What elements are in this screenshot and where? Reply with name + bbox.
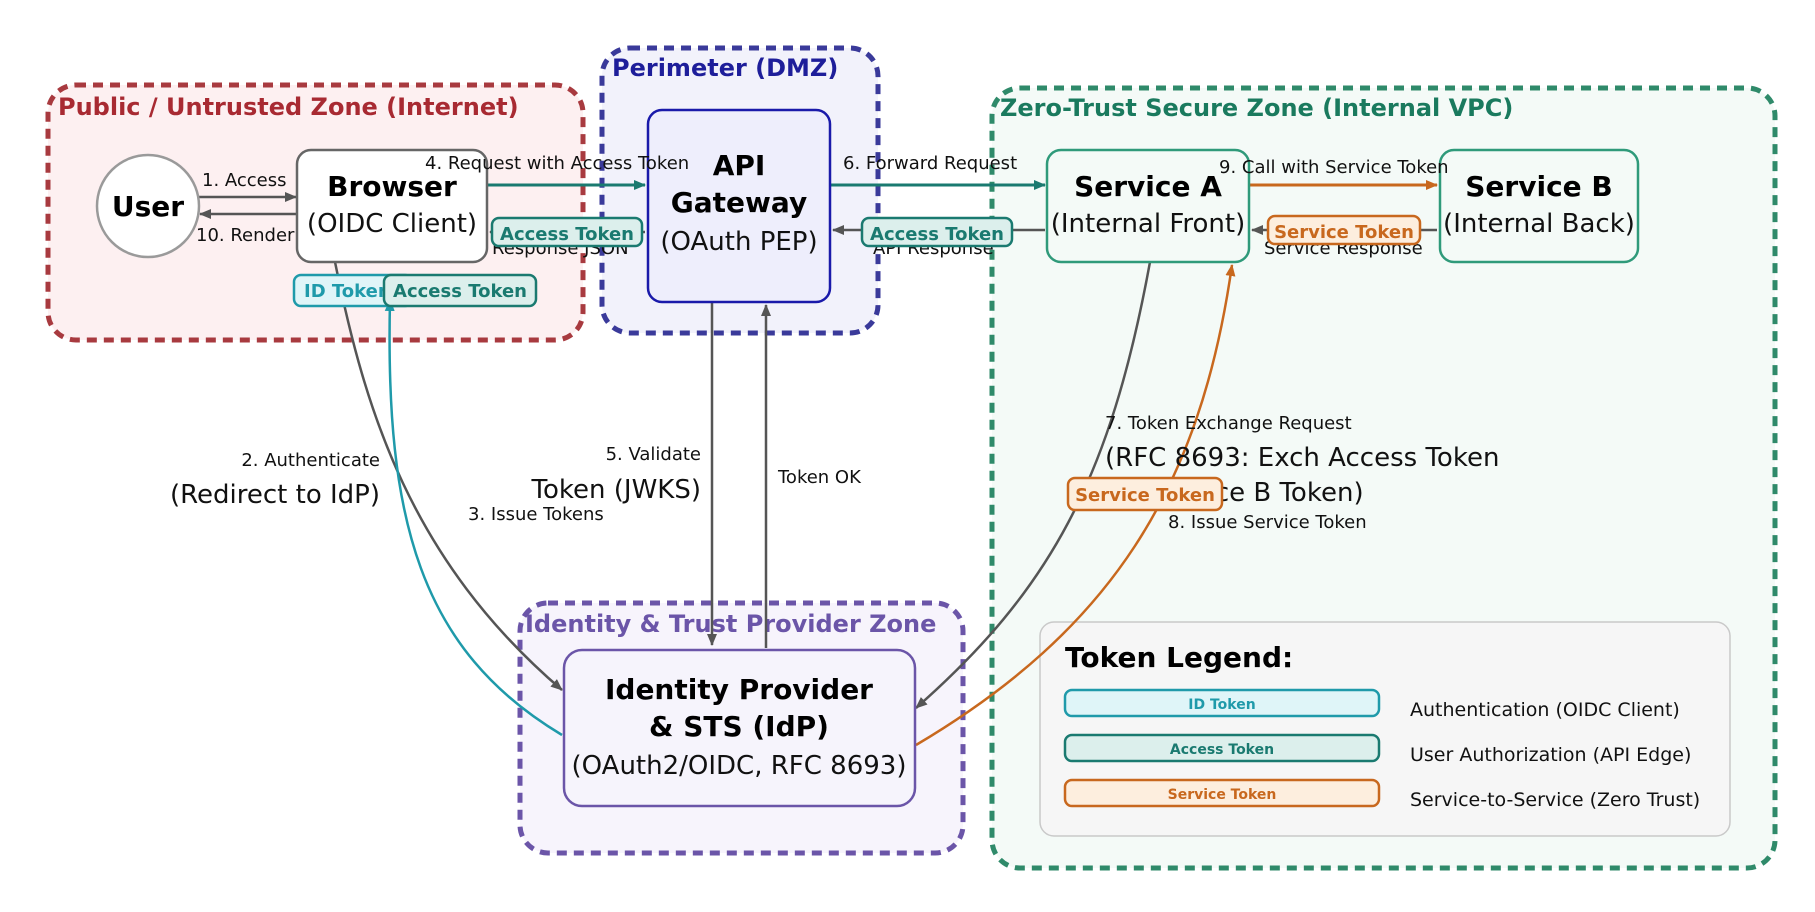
badge-access-token-forward: Access Token — [860, 216, 1014, 248]
node-gateway: API Gateway (OAuth PEP) — [646, 108, 832, 304]
arrow-authenticate — [333, 261, 563, 691]
user-title: User — [112, 190, 184, 223]
arrow-issue-tokens — [384, 299, 563, 737]
zone-public-title: Public / Untrusted Zone (Internet) — [58, 93, 519, 121]
zone-identity-title: Identity & Trust Provider Zone — [525, 610, 936, 638]
badge-id-token-browser-text: ID Token — [304, 281, 391, 302]
idp-title-1: Identity Provider — [605, 673, 873, 706]
legend-id-desc: Authentication (OIDC Client) — [1410, 699, 1680, 721]
node-service-a: Service A (Internal Front) — [1045, 148, 1251, 264]
legend-service-desc: Service-to-Service (Zero Trust) — [1410, 789, 1700, 811]
label-issue-service-token: 8. Issue Service Token — [1168, 512, 1367, 533]
idp-title-2: & STS (IdP) — [649, 710, 829, 743]
arrow-issue-service-token — [915, 264, 1236, 747]
idp-sub: (OAuth2/OIDC, RFC 8693) — [572, 751, 907, 781]
badge-access-token-request-text: Access Token — [500, 224, 634, 245]
label-render: 10. Render — [196, 225, 295, 246]
browser-sub: (OIDC Client) — [307, 209, 477, 239]
label-access: 1. Access — [202, 170, 287, 191]
label-forward: 6. Forward Request — [843, 153, 1017, 174]
label-exchange-detail-1: (RFC 8693: Exch Access Token — [1105, 443, 1499, 473]
gateway-title-1: API — [713, 149, 766, 182]
badge-service-token-call: Service Token — [1266, 214, 1422, 246]
label-token-ok: Token OK — [777, 467, 862, 488]
legend-service-token: Service Token — [1168, 787, 1277, 803]
badge-service-token-call-text: Service Token — [1274, 222, 1414, 243]
token-legend: Token Legend: ID Token Authentication (O… — [1039, 621, 1731, 837]
badge-access-token-request: Access Token — [490, 216, 644, 248]
label-authenticate: 2. Authenticate — [241, 450, 380, 471]
legend-access-desc: User Authorization (API Edge) — [1410, 744, 1691, 766]
node-service-b: Service B (Internal Back) — [1438, 148, 1640, 264]
legend-title: Token Legend: — [1065, 641, 1293, 674]
gateway-title-2: Gateway — [671, 186, 807, 219]
legend-id-token: ID Token — [1188, 697, 1255, 713]
arrow-token-exchange — [915, 261, 1152, 709]
label-validate-jwks: Token (JWKS) — [531, 475, 701, 505]
token-badges: ID Token Access Token Access Token Acces… — [292, 214, 1422, 512]
label-validate: 5. Validate — [606, 444, 701, 465]
label-redirect: (Redirect to IdP) — [170, 480, 380, 510]
legend-access-token: Access Token — [1170, 742, 1274, 758]
node-browser: Browser (OIDC Client) — [295, 148, 489, 264]
badge-access-token-browser-text: Access Token — [393, 281, 527, 302]
zone-zerotrust-title: Zero-Trust Secure Zone (Internal VPC) — [1000, 94, 1513, 122]
node-user: User — [95, 153, 201, 259]
label-issue-tokens: 3. Issue Tokens — [468, 504, 604, 525]
label-exchange-request: 7. Token Exchange Request — [1105, 413, 1352, 434]
label-request: 4. Request with Access Token — [425, 153, 689, 174]
service-b-sub: (Internal Back) — [1443, 209, 1635, 239]
service-b-title: Service B — [1465, 170, 1613, 203]
service-a-title: Service A — [1074, 170, 1222, 203]
node-idp: Identity Provider & STS (IdP) (OAuth2/OI… — [562, 648, 917, 808]
badge-access-token-forward-text: Access Token — [870, 224, 1004, 245]
service-a-sub: (Internal Front) — [1051, 209, 1246, 239]
zone-dmz-title: Perimeter (DMZ) — [612, 54, 838, 82]
label-call-service: 9. Call with Service Token — [1219, 157, 1449, 178]
browser-title: Browser — [327, 170, 457, 203]
badge-service-token-issue-text: Service Token — [1075, 485, 1215, 506]
gateway-sub: (OAuth PEP) — [660, 227, 817, 257]
badge-access-token-browser: Access Token — [382, 273, 538, 308]
badge-service-token-issue: Service Token — [1066, 476, 1224, 512]
